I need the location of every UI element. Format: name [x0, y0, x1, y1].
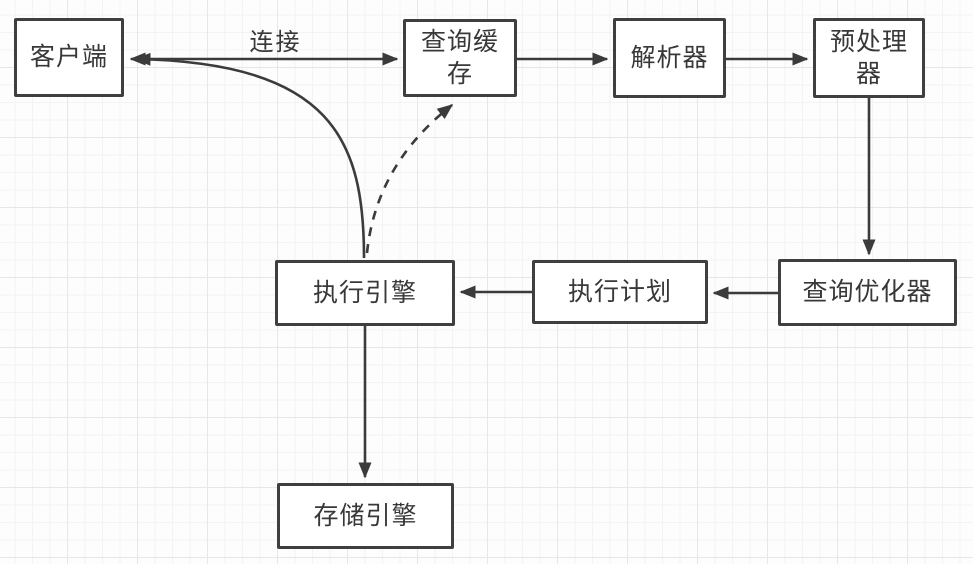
- node-query-cache: 查询缓存: [403, 19, 517, 97]
- edge-engine-querycache-store: [365, 103, 454, 254]
- node-query-optimizer-label: 查询优化器: [802, 278, 933, 307]
- node-query-optimizer: 查询优化器: [778, 259, 957, 326]
- node-parser-label: 解析器: [630, 43, 709, 72]
- edge-engine-client-return: [134, 52, 366, 259]
- node-storage-engine-label: 存储引擎: [313, 501, 418, 530]
- node-query-cache-label: 查询缓存: [420, 27, 499, 89]
- node-preprocessor-label: 预处理器: [829, 27, 908, 89]
- edge-label-connect: 连接: [249, 29, 302, 56]
- node-storage-engine: 存储引擎: [277, 483, 454, 549]
- node-client-label: 客户端: [29, 43, 108, 72]
- node-execution-plan: 执行计划: [532, 260, 708, 324]
- node-execution-engine-label: 执行引擎: [312, 278, 417, 307]
- node-execution-plan-label: 执行计划: [567, 277, 672, 306]
- node-client: 客户端: [14, 18, 124, 97]
- node-execution-engine: 执行引擎: [275, 260, 455, 326]
- node-preprocessor: 预处理器: [813, 18, 925, 98]
- node-parser: 解析器: [613, 18, 726, 98]
